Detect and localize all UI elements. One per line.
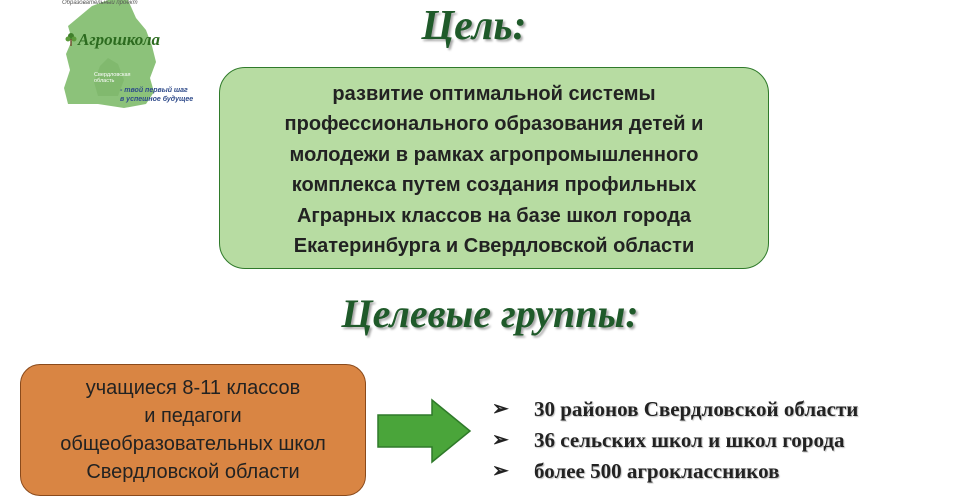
groups-line: и педагоги [144,405,242,427]
goal-line: комплекса путем создания профильных [291,174,697,196]
goal-line: Екатеринбурга и Свердловской области [293,235,695,257]
arrow-bullet-icon: ➢ [492,398,509,420]
target-groups-list: ➢ 30 районов Свердловской области ➢ 36 с… [492,394,858,487]
list-item-text: 30 районов Свердловской области [534,397,859,421]
list-item-text: 36 сельских школ и школ города [534,428,845,452]
logo-region: Свердловская область [94,72,131,84]
goal-box: развитие оптимальной системы профессиона… [219,67,769,269]
arrow-bullet-icon: ➢ [492,429,509,451]
region-map-icon [64,0,156,108]
list-item: ➢ 30 районов Свердловской области [492,394,858,425]
goal-heading: Цель: [421,3,527,49]
groups-line: учащиеся 8-11 классов [85,377,301,399]
goal-line: развитие оптимальной системы [332,82,656,105]
target-groups-heading: Целевые группы: [341,291,639,336]
goal-text: развитие оптимальной системы профессиона… [285,79,704,262]
target-groups-text: учащиеся 8-11 классов и педагоги общеобр… [60,374,326,486]
agroshkola-logo: Образовательный проект Агрошкола Свердло… [28,0,208,112]
goal-line: молодежи в рамках агропромышленного [289,143,699,166]
logo-tagline-line: в успешное будущее [120,96,194,103]
groups-line: Свердловской области [86,461,300,483]
logo-name: Агрошкола [78,30,161,49]
right-arrow-icon [377,398,472,464]
goal-line: профессионального образования детей и [284,113,704,135]
target-groups-box: учащиеся 8-11 классов и педагоги общеобр… [20,364,366,496]
list-item-text: более 500 агроклассников [534,459,780,483]
list-item: ➢ 36 сельских школ и школ города [492,425,858,456]
logo-tagline-line: - твой первый шаг [120,87,188,94]
list-item: ➢ более 500 агроклассников [492,456,858,487]
logo-top-text: Образовательный проект [62,0,138,6]
groups-line: общеобразовательных школ [60,433,326,455]
goal-line: Аграрных классов на базе школ города [296,204,692,227]
sprout-icon [65,33,77,46]
logo-tagline: - твой первый шаг в успешное будущее [120,86,210,104]
arrow-bullet-icon: ➢ [492,460,509,482]
